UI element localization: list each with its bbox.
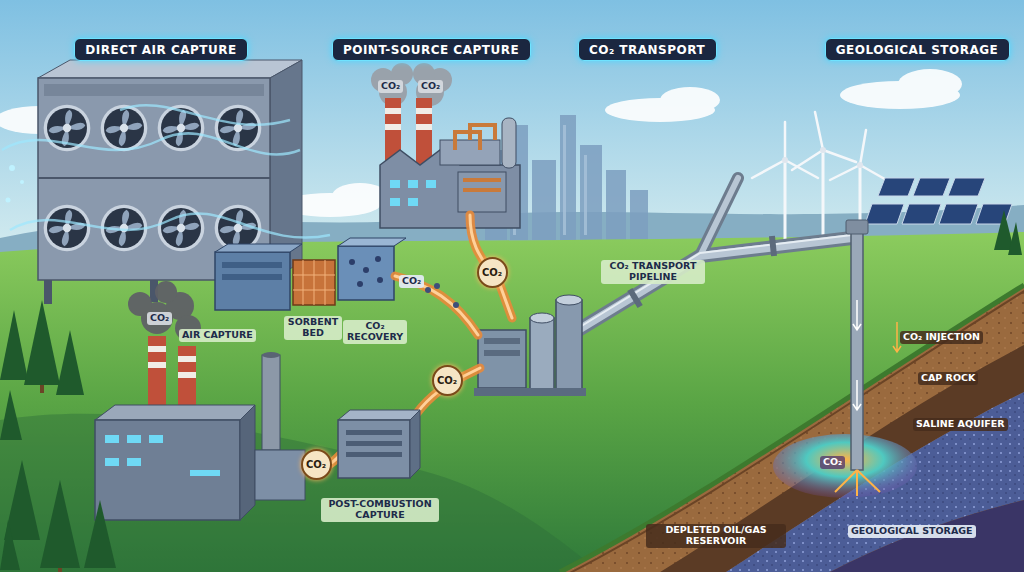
part-label: SORBENT BED xyxy=(284,316,342,340)
node-text: GEOLOGICAL STORAGE xyxy=(836,43,999,57)
node-text: POINT-SOURCE CAPTURE xyxy=(343,43,519,57)
layer-label: CAP ROCK xyxy=(918,372,978,385)
layer-label: GEOLOGICAL STORAGE xyxy=(848,525,976,538)
section-header: POINT-SOURCE CAPTURE xyxy=(332,38,531,61)
co2-tag: CO₂ xyxy=(378,80,403,93)
layer-label: CO₂ INJECTION xyxy=(900,331,983,344)
co2-bubble: CO₂ xyxy=(301,449,332,480)
section-header: CO₂ TRANSPORT xyxy=(578,38,717,61)
node-text: CO₂ xyxy=(437,375,457,386)
node-text: DIRECT AIR CAPTURE xyxy=(85,43,236,57)
part-label: CO₂ RECOVERY xyxy=(343,320,407,344)
section-header: DIRECT AIR CAPTURE xyxy=(74,38,248,61)
co2-bubble: CO₂ xyxy=(432,365,463,396)
co2-tag: CO₂ xyxy=(399,275,424,288)
part-label: POST-COMBUSTION CAPTURE xyxy=(321,498,439,522)
co2-tag: CO₂ xyxy=(418,80,443,93)
part-label: AIR CAPTURE xyxy=(179,329,256,342)
part-label: CO₂ TRANSPORT PIPELINE xyxy=(601,260,705,284)
co2-tag: CO₂ xyxy=(147,312,172,325)
section-header: GEOLOGICAL STORAGE xyxy=(825,38,1010,61)
node-text: CO₂ xyxy=(306,459,326,470)
node-text: CO₂ xyxy=(482,267,502,278)
layer-label: SALINE AQUIFER xyxy=(913,418,1008,431)
co2-tag: CO₂ xyxy=(820,456,845,469)
node-text: CO₂ TRANSPORT xyxy=(589,43,705,57)
layer-label: DEPLETED OIL/GAS RESERVOIR xyxy=(646,524,786,548)
co2-bubble: CO₂ xyxy=(477,257,508,288)
